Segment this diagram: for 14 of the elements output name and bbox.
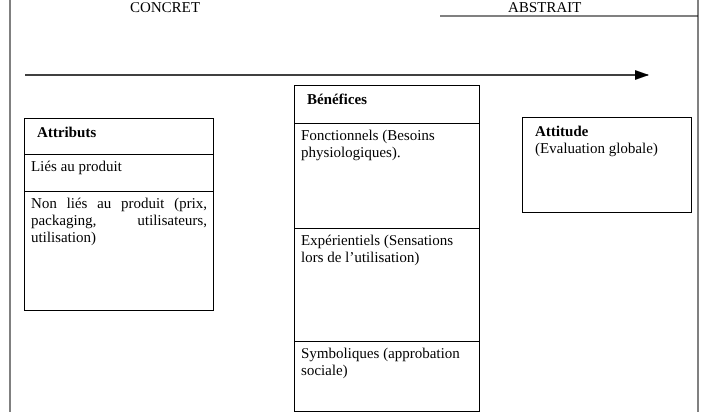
box-heading: Bénéfices: [306, 91, 368, 109]
box-text: (Evaluation globale): [534, 141, 659, 158]
item-text: Non liés au produit (prix, packaging, utilisateurs, utilisation): [31, 196, 207, 247]
box-heading: Attitude: [534, 123, 590, 141]
item-text: Expérientiels (Sensations lors de l’utilisation): [301, 233, 454, 267]
category-box: [294, 85, 480, 412]
axis-label: CONCRET: [130, 0, 200, 17]
item-text: Fonctionnels (Besoins physiologiques).: [301, 128, 436, 162]
item-text: Symboliques (approbation sociale): [301, 346, 461, 380]
category-box: [522, 117, 692, 213]
item-text: Liés au produit: [31, 159, 123, 176]
axis-label: ABSTRAIT: [508, 0, 582, 17]
box-heading: Attributs: [36, 124, 98, 142]
category-box: [24, 118, 214, 311]
